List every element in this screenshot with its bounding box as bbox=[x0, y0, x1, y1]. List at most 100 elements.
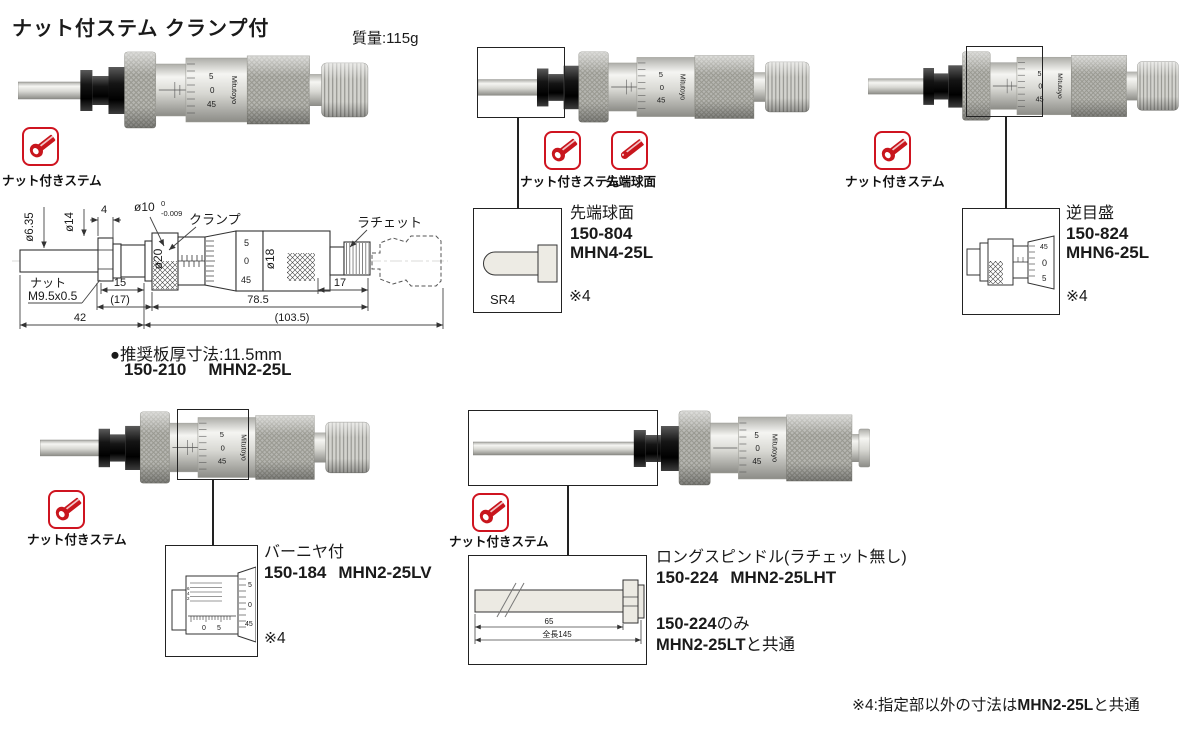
note-reverse: ※4 bbox=[1066, 288, 1088, 305]
callout-line-vernier bbox=[212, 480, 214, 545]
nut-stem-icon bbox=[874, 131, 911, 170]
variant-code-model: 150-184 MHN2-25LV bbox=[264, 563, 432, 582]
reverse-scale-0: 0 bbox=[1042, 258, 1047, 268]
compat-code: 150-224 bbox=[656, 615, 717, 633]
label-clamp: クランプ bbox=[189, 212, 241, 227]
dim-78-5: 78.5 bbox=[247, 294, 268, 306]
recommended-plate-note: ●推奨板厚寸法:11.5mm bbox=[110, 346, 282, 364]
mass-spec: 質量:115g bbox=[352, 30, 419, 47]
note-sphere-tip: ※4 bbox=[569, 288, 591, 305]
footnote-suffix: と共通 bbox=[1093, 697, 1140, 714]
dim-65: 65 bbox=[545, 617, 554, 626]
base-digit-5: 5 bbox=[217, 625, 221, 632]
reverse-scale-45: 45 bbox=[1040, 244, 1048, 251]
variant-code: 150-184 bbox=[264, 563, 327, 582]
footnote: ※4:指定部以外の寸法はMHN2-25Lと共通 bbox=[852, 693, 1140, 715]
thimble-ticks bbox=[206, 240, 215, 282]
reverse-drawing: 45 0 5 bbox=[966, 235, 1055, 290]
nut-stem-icon bbox=[22, 127, 59, 166]
dim-nut-dia: ø14 bbox=[64, 211, 76, 231]
caption-sphere-tip: 先端球面 150-804 MHN4-25L bbox=[570, 204, 653, 262]
variant-model: MHN6-25L bbox=[1066, 243, 1150, 262]
dim-clamp-dia: ø20 bbox=[151, 248, 165, 269]
sphere-tip-glyph bbox=[615, 136, 645, 166]
dim-stem-tol-lower: -0.009 bbox=[161, 209, 182, 218]
dim-15: 15 bbox=[114, 277, 126, 289]
variant-model: MHN2-25LHT bbox=[730, 568, 837, 587]
dim-body-dia: ø18 bbox=[263, 248, 277, 269]
callout-line-reverse bbox=[1005, 117, 1007, 208]
compat-suffix-2: と共通 bbox=[745, 636, 796, 654]
ratchet-ghost-outline bbox=[371, 235, 442, 287]
variant-name: 逆目盛 bbox=[1066, 205, 1115, 222]
compat-line-2: MHN2-25LTと共通 bbox=[656, 635, 795, 656]
dim-stem-dia: ø10 bbox=[134, 200, 155, 214]
nut-stem-glyph bbox=[52, 495, 82, 525]
sphere-tip-badge-label: 先端球面 bbox=[606, 175, 657, 189]
caption-vernier: バーニヤ付 150-184 MHN2-25LV bbox=[264, 543, 432, 582]
compat-suffix-1: のみ bbox=[716, 615, 750, 633]
dimension-lines bbox=[19, 207, 444, 329]
variant-code-model: 150-224 MHN2-25LHT bbox=[656, 568, 907, 587]
variant-code: 150-224 bbox=[656, 568, 719, 587]
dim-17: 17 bbox=[334, 277, 346, 289]
vernier-scale-5: 5 bbox=[248, 582, 252, 589]
variant-name: ロングスピンドル(ラチェット無し) bbox=[656, 549, 907, 566]
vernier-digit-2: 2 bbox=[187, 596, 190, 601]
product-photo-main bbox=[18, 50, 390, 130]
long-spindle-compat: 150-224のみ MHN2-25LTと共通 bbox=[656, 614, 795, 656]
vernier-scale-0: 0 bbox=[248, 602, 252, 609]
drawing-scale-5: 5 bbox=[244, 238, 249, 248]
vernier-digit-4: 4 bbox=[187, 591, 190, 596]
compat-line-1: 150-224のみ bbox=[656, 614, 795, 635]
callout-line-sphere-tip bbox=[517, 118, 519, 208]
dim-spindle-dia: ø6.35 bbox=[24, 212, 36, 241]
main-model: MHN2-25L bbox=[208, 360, 292, 379]
callout-line-long-spindle bbox=[567, 486, 569, 555]
footnote-prefix: ※4:指定部以外の寸法は bbox=[852, 697, 1018, 714]
reverse-scale-5: 5 bbox=[1042, 274, 1047, 283]
dimension-labels: ø6.35 ø14 4 ø10 0 -0.009 クランプ ラチェット ø20 … bbox=[24, 199, 422, 324]
nut-stem-badge-label: ナット付きステム bbox=[2, 174, 102, 188]
dim-stem-tol-upper: 0 bbox=[161, 199, 165, 208]
variant-model: MHN4-25L bbox=[570, 243, 654, 262]
variant-name: バーニヤ付 bbox=[264, 544, 345, 561]
footnote-model: MHN2-25L bbox=[1017, 697, 1094, 714]
callout-box-reverse bbox=[966, 46, 1043, 117]
nut-stem-icon bbox=[48, 490, 85, 529]
caption-reverse: 逆目盛 150-824 MHN6-25L bbox=[1066, 204, 1149, 262]
long-spindle-drawing: 65 全長145 bbox=[474, 579, 645, 644]
label-nut: ナット bbox=[30, 276, 66, 290]
callout-box-vernier bbox=[177, 409, 249, 480]
detail-box-vernier: 6 4 2 0 5 5 0 4 bbox=[165, 545, 258, 657]
drawing-scale-0: 0 bbox=[244, 256, 249, 266]
compat-model: MHN2-25LT bbox=[656, 636, 746, 654]
callout-box-sphere-tip bbox=[477, 47, 565, 118]
dim-17-paren: (17) bbox=[110, 294, 130, 306]
detail-box-reverse: 45 0 5 bbox=[962, 208, 1060, 315]
dim-washer-width: 4 bbox=[101, 204, 107, 216]
caption-long-spindle: ロングスピンドル(ラチェット無し) 150-224 MHN2-25LHT bbox=[656, 548, 907, 587]
variant-model: MHN2-25LV bbox=[338, 563, 432, 582]
nut-stem-icon bbox=[544, 131, 581, 170]
nut-stem-badge-label: ナット付きステム bbox=[449, 535, 549, 549]
vernier-scale-45: 45 bbox=[245, 621, 253, 628]
vernier-drawing: 6 4 2 0 5 5 0 4 bbox=[171, 566, 257, 643]
vernier-digit-6: 6 bbox=[187, 586, 190, 591]
nut-stem-badge-label: ナット付きステム bbox=[520, 175, 620, 189]
variant-name: 先端球面 bbox=[570, 205, 635, 222]
variant-code: 150-824 bbox=[1066, 224, 1129, 243]
variant-code: 150-804 bbox=[570, 224, 633, 243]
callout-box-long-spindle bbox=[468, 410, 658, 486]
nut-stem-glyph bbox=[878, 136, 908, 166]
sphere-tip-drawing: SR4 bbox=[483, 244, 558, 307]
label-ratchet: ラチェット bbox=[357, 215, 422, 230]
nut-stem-badge-label: ナット付きステム bbox=[845, 175, 945, 189]
sleeve-ticks bbox=[178, 255, 205, 267]
nut-stem-icon bbox=[472, 493, 509, 532]
main-technical-drawing: 5 0 45 bbox=[12, 199, 448, 329]
nut-stem-glyph bbox=[548, 136, 578, 166]
label-nut-thread: M9.5x0.5 bbox=[28, 289, 78, 303]
